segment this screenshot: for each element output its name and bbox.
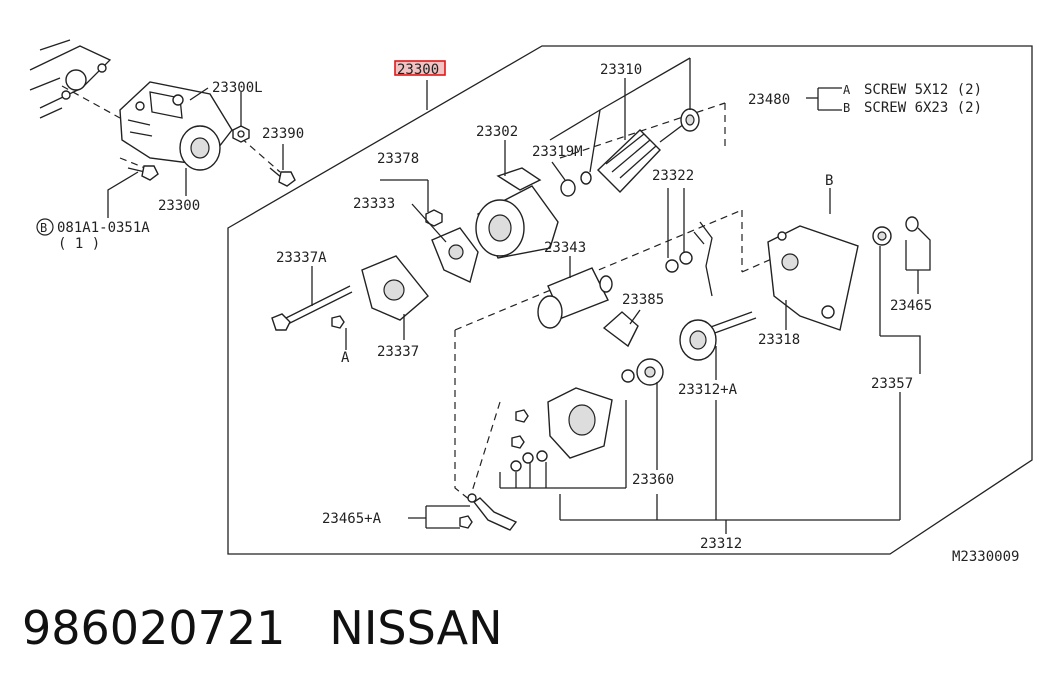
part-23322-icon — [665, 221, 713, 297]
starter-assembly-illustration — [119, 81, 233, 171]
label-23465[interactable]: 23465 — [890, 298, 932, 314]
footer: 986020721 NISSAN — [22, 596, 503, 660]
part-23302-icon — [475, 167, 559, 259]
label-23300L[interactable]: 23300L — [212, 80, 263, 96]
label-23465-plus-a[interactable]: 23465+A — [322, 511, 382, 527]
dashed-guides — [61, 85, 793, 501]
label-23318[interactable]: 23318 — [758, 332, 800, 348]
label-23337[interactable]: 23337 — [377, 344, 419, 360]
part-23465-icon — [872, 216, 919, 246]
marker-b-label: B — [40, 221, 47, 235]
label-081A1-0351A[interactable]: 081A1-0351A — [57, 220, 150, 236]
callout-b: B — [825, 173, 833, 189]
part-23337-icon — [331, 255, 429, 329]
label-23312[interactable]: 23312 — [700, 536, 742, 552]
label-23333[interactable]: 23333 — [353, 196, 395, 212]
screw-a-spec: SCREW 5X12 (2) — [864, 82, 982, 98]
highlight-box — [395, 61, 445, 75]
part-23360-icon — [510, 387, 613, 472]
label-23378[interactable]: 23378 — [377, 151, 419, 167]
bolt-081A1-icon — [127, 165, 159, 181]
engine-context-illustration — [29, 39, 112, 119]
marker-b-circle — [36, 218, 54, 236]
part-23319M-icon — [560, 171, 592, 197]
label-23385[interactable]: 23385 — [622, 292, 664, 308]
brand-name: NISSAN — [329, 601, 503, 655]
part-23333-icon — [431, 227, 479, 283]
leader-lines — [107, 57, 931, 534]
figure-code: M2330009 — [952, 549, 1019, 565]
bolt-23390-icon — [269, 167, 296, 187]
exploded-view-frame — [227, 45, 1033, 555]
part-23337A-icon — [271, 285, 353, 331]
part-23318-icon — [767, 225, 859, 331]
label-23319M[interactable]: 23319M — [532, 144, 583, 160]
label-bolt-qty: ( 1 ) — [58, 236, 100, 252]
screw-b-marker: B — [843, 101, 850, 115]
label-23312-plus-a[interactable]: 23312+A — [678, 382, 738, 398]
part-23343-icon — [537, 267, 613, 329]
screw-a-marker: A — [843, 83, 851, 97]
label-23480[interactable]: 23480 — [748, 92, 790, 108]
screw-b-spec: SCREW 6X23 (2) — [864, 100, 982, 116]
parts-diagram: 23300 23300L 23390 23300 B 081A1-0351A (… — [29, 39, 1033, 565]
label-23390[interactable]: 23390 — [262, 126, 304, 142]
label-23310[interactable]: 23310 — [600, 62, 642, 78]
label-23357[interactable]: 23357 — [871, 376, 913, 392]
label-23343[interactable]: 23343 — [544, 240, 586, 256]
part-23310-icon — [596, 108, 700, 194]
label-23360[interactable]: 23360 — [632, 472, 674, 488]
part-23465A-icon — [459, 493, 518, 531]
part-23312-icon — [621, 311, 757, 386]
part-23385-icon — [602, 311, 639, 348]
label-23302[interactable]: 23302 — [476, 124, 518, 140]
nut-23300L-icon — [232, 125, 250, 143]
label-23337A[interactable]: 23337A — [276, 250, 327, 266]
label-23300[interactable]: 23300 — [158, 198, 200, 214]
label-23322[interactable]: 23322 — [652, 168, 694, 184]
highlight-outline — [394, 60, 446, 76]
part-number: 986020721 — [22, 601, 286, 655]
label-23300-highlighted[interactable]: 23300 — [397, 62, 439, 78]
part-23378-icon — [425, 209, 443, 227]
callout-a: A — [341, 350, 350, 366]
